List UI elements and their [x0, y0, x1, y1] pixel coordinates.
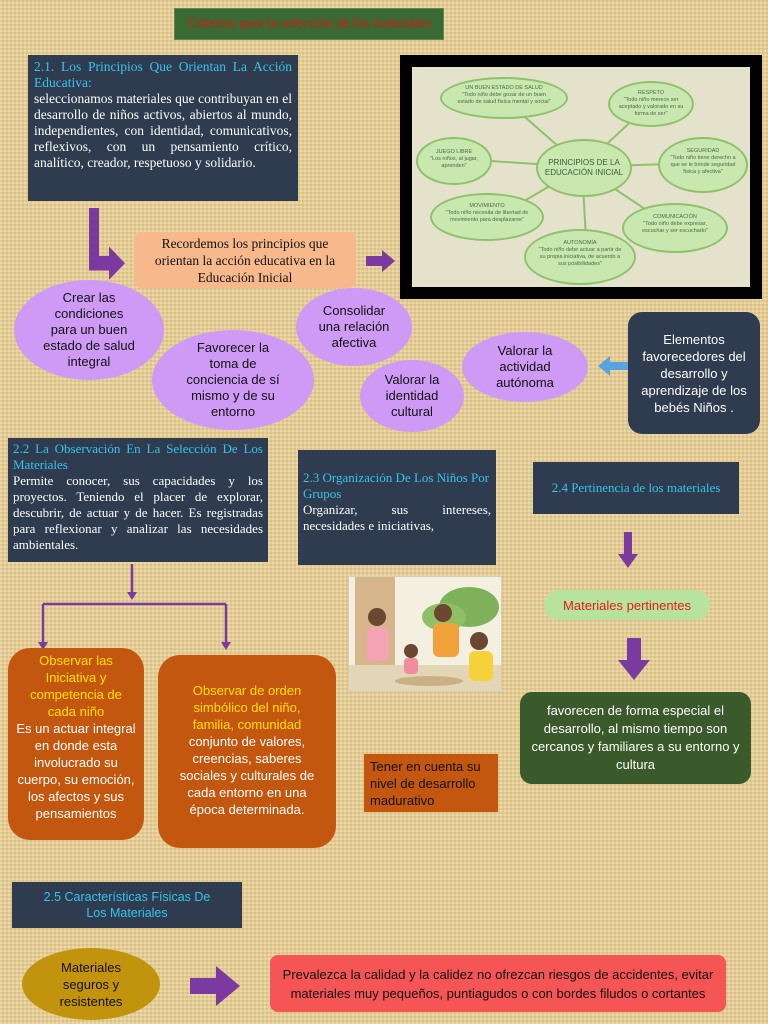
diagram-node-text: "Todo niño debe actuar a partir de su pr…: [538, 247, 622, 267]
elementos-text: Elementos favorecedores del desarrollo y…: [641, 331, 747, 415]
down-arrow-large-icon: [618, 638, 650, 680]
oval-afectiva-text: Consolidar una relación afectiva: [318, 303, 390, 350]
observar-simbolico-box: Observar de orden simbólico del niño, fa…: [158, 655, 336, 848]
oval-conciencia: Favorecer la toma de conciencia de sí mi…: [152, 330, 314, 430]
tener-box: Tener en cuenta su nivel de desarrollo m…: [364, 754, 498, 812]
oval-identidad-text: Valorar la identidad cultural: [384, 372, 440, 419]
oval-identidad: Valorar la identidad cultural: [360, 360, 464, 432]
section-2-2: 2.2 La Observación En La Selección De Lo…: [8, 438, 268, 562]
diagram-node-text: "Todo niño debe expresar, escuchar y ser…: [642, 221, 708, 234]
observar-simbolico-title: Observar de orden simbólico del niño, fa…: [192, 683, 302, 732]
observar-simbolico-body: conjunto de valores, creencias, saberes …: [179, 734, 315, 817]
materiales-pertinentes-text: Materiales pertinentes: [563, 597, 691, 613]
elementos-box: Elementos favorecedores del desarrollo y…: [628, 312, 760, 434]
observar-iniciativa-box: Observar las Iniciativa y competencia de…: [8, 648, 144, 840]
diagram-node-comunicacion: COMUNICACIÓN "Todo niño debe expresar, e…: [622, 203, 728, 253]
diagram-node-text: "Todo niño debe gozar de un buen estado …: [457, 92, 551, 105]
diagram-node-text: "Todo niño merece ser aceptado y valorad…: [618, 97, 684, 117]
diagram-node-movimiento: MOVIMIENTO "Todo niño necesita de libert…: [430, 193, 544, 241]
reminder-text: Recordemos los principios que orientan l…: [154, 235, 336, 285]
diagram-node-title: SEGURIDAD: [686, 148, 720, 154]
diagram-node-title: JUEGO LIBRE: [435, 149, 473, 155]
l-arrow-icon: [89, 208, 125, 280]
diagram-node-autonomia: AUTONOMÍA "Todo niño debe actuar a parti…: [524, 229, 636, 285]
oval-autonoma: Valorar la actividad autónoma: [462, 332, 588, 402]
observar-iniciativa-body: Es un actuar integral en donde esta invo…: [16, 721, 136, 821]
prevalezca-text: Prevalezca la calidad y la calidez no of…: [282, 966, 714, 1001]
diagram-node-title: UN BUEN ESTADO DE SALUD: [465, 85, 543, 91]
section-2-4: 2.4 Pertinencia de los materiales: [533, 462, 739, 514]
section-2-4-heading: 2.4 Pertinencia de los materiales: [551, 480, 721, 495]
materiales-seguros: Materiales seguros y resistentes: [22, 948, 160, 1020]
section-2-3: 2.3 Organización De Los Niños Por Grupos…: [298, 450, 496, 565]
principles-diagram: PRINCIPIOS DE LA EDUCACIÓN INICIAL UN BU…: [400, 55, 762, 299]
down-arrow-icon: [618, 532, 638, 568]
section-2-2-body: Permite conocer, sus capacidades y los p…: [13, 473, 263, 552]
favorecen-text: favorecen de forma especial el desarroll…: [531, 703, 740, 772]
diagram-node-seguridad: SEGURIDAD "Todo niño tiene derecho a que…: [658, 137, 748, 193]
favorecen-box: favorecen de forma especial el desarroll…: [520, 692, 751, 784]
materiales-pertinentes: Materiales pertinentes: [544, 590, 710, 620]
section-2-1: 2.1. Los Principios Que Orientan La Acci…: [28, 55, 298, 201]
oval-salud-text: Crear las condiciones para un buen estad…: [43, 290, 135, 369]
section-2-5: 2.5 Características Físicas De Los Mater…: [12, 882, 242, 928]
oval-salud: Crear las condiciones para un buen estad…: [14, 280, 164, 380]
section-2-3-body: Organizar, sus intereses, necesidades e …: [303, 502, 491, 533]
left-arrow-icon: [598, 356, 630, 376]
materiales-seguros-text: Materiales seguros y resistentes: [59, 959, 123, 1009]
diagram-node-title: COMUNICACIÓN: [653, 214, 697, 220]
diagram-node-text: "Los niños, al jugar, aprenden": [430, 156, 478, 169]
observar-iniciativa-title: Observar las Iniciativa y competencia de…: [30, 653, 122, 719]
right-arrow-bottom-icon: [190, 966, 240, 1006]
section-2-1-heading: 2.1. Los Principios Que Orientan La Acci…: [34, 59, 292, 90]
diagram-node-respeto: RESPETO "Todo niño merece ser aceptado y…: [608, 81, 694, 127]
section-2-1-body: seleccionamos materiales que contribuyan…: [34, 91, 292, 170]
page-title-text: Criterios para la selección de los mater…: [187, 16, 431, 31]
oval-afectiva: Consolidar una relación afectiva: [296, 288, 412, 366]
right-arrow-icon: [366, 250, 395, 272]
children-illustration: [349, 577, 501, 691]
prevalezca-box: Prevalezca la calidad y la calidez no of…: [270, 955, 726, 1012]
tener-text: Tener en cuenta su nivel de desarrollo m…: [370, 759, 481, 808]
diagram-node-title: MOVIMIENTO: [469, 203, 505, 209]
section-2-5-heading: 2.5 Características Físicas De Los Mater…: [43, 890, 211, 920]
page-title: Criterios para la selección de los mater…: [174, 8, 444, 40]
children-photo: [348, 576, 502, 692]
oval-autonoma-text: Valorar la actividad autónoma: [496, 343, 554, 390]
section-2-3-heading: 2.3 Organización De Los Niños Por Grupos: [303, 470, 490, 501]
diagram-node-juego: JUEGO LIBRE "Los niños, al jugar, aprend…: [416, 137, 492, 185]
diagram-center: PRINCIPIOS DE LA EDUCACIÓN INICIAL: [536, 139, 632, 197]
diagram-node-text: "Todo niño tiene derecho a que se le bri…: [670, 155, 736, 175]
oval-conciencia-text: Favorecer la toma de conciencia de sí mi…: [186, 340, 280, 419]
branch-arrows: [38, 564, 231, 650]
diagram-node-title: AUTONOMÍA: [563, 240, 597, 246]
reminder-box: Recordemos los principios que orientan l…: [134, 232, 356, 288]
diagram-node-salud: UN BUEN ESTADO DE SALUD "Todo niño debe …: [440, 77, 568, 119]
diagram-node-title: RESPETO: [637, 90, 665, 96]
diagram-node-text: "Todo niño necesita de libertad de movim…: [445, 210, 529, 223]
section-2-2-heading: 2.2 La Observación En La Selección De Lo…: [13, 441, 263, 472]
diagram-center-text: PRINCIPIOS DE LA EDUCACIÓN INICIAL: [544, 158, 624, 177]
